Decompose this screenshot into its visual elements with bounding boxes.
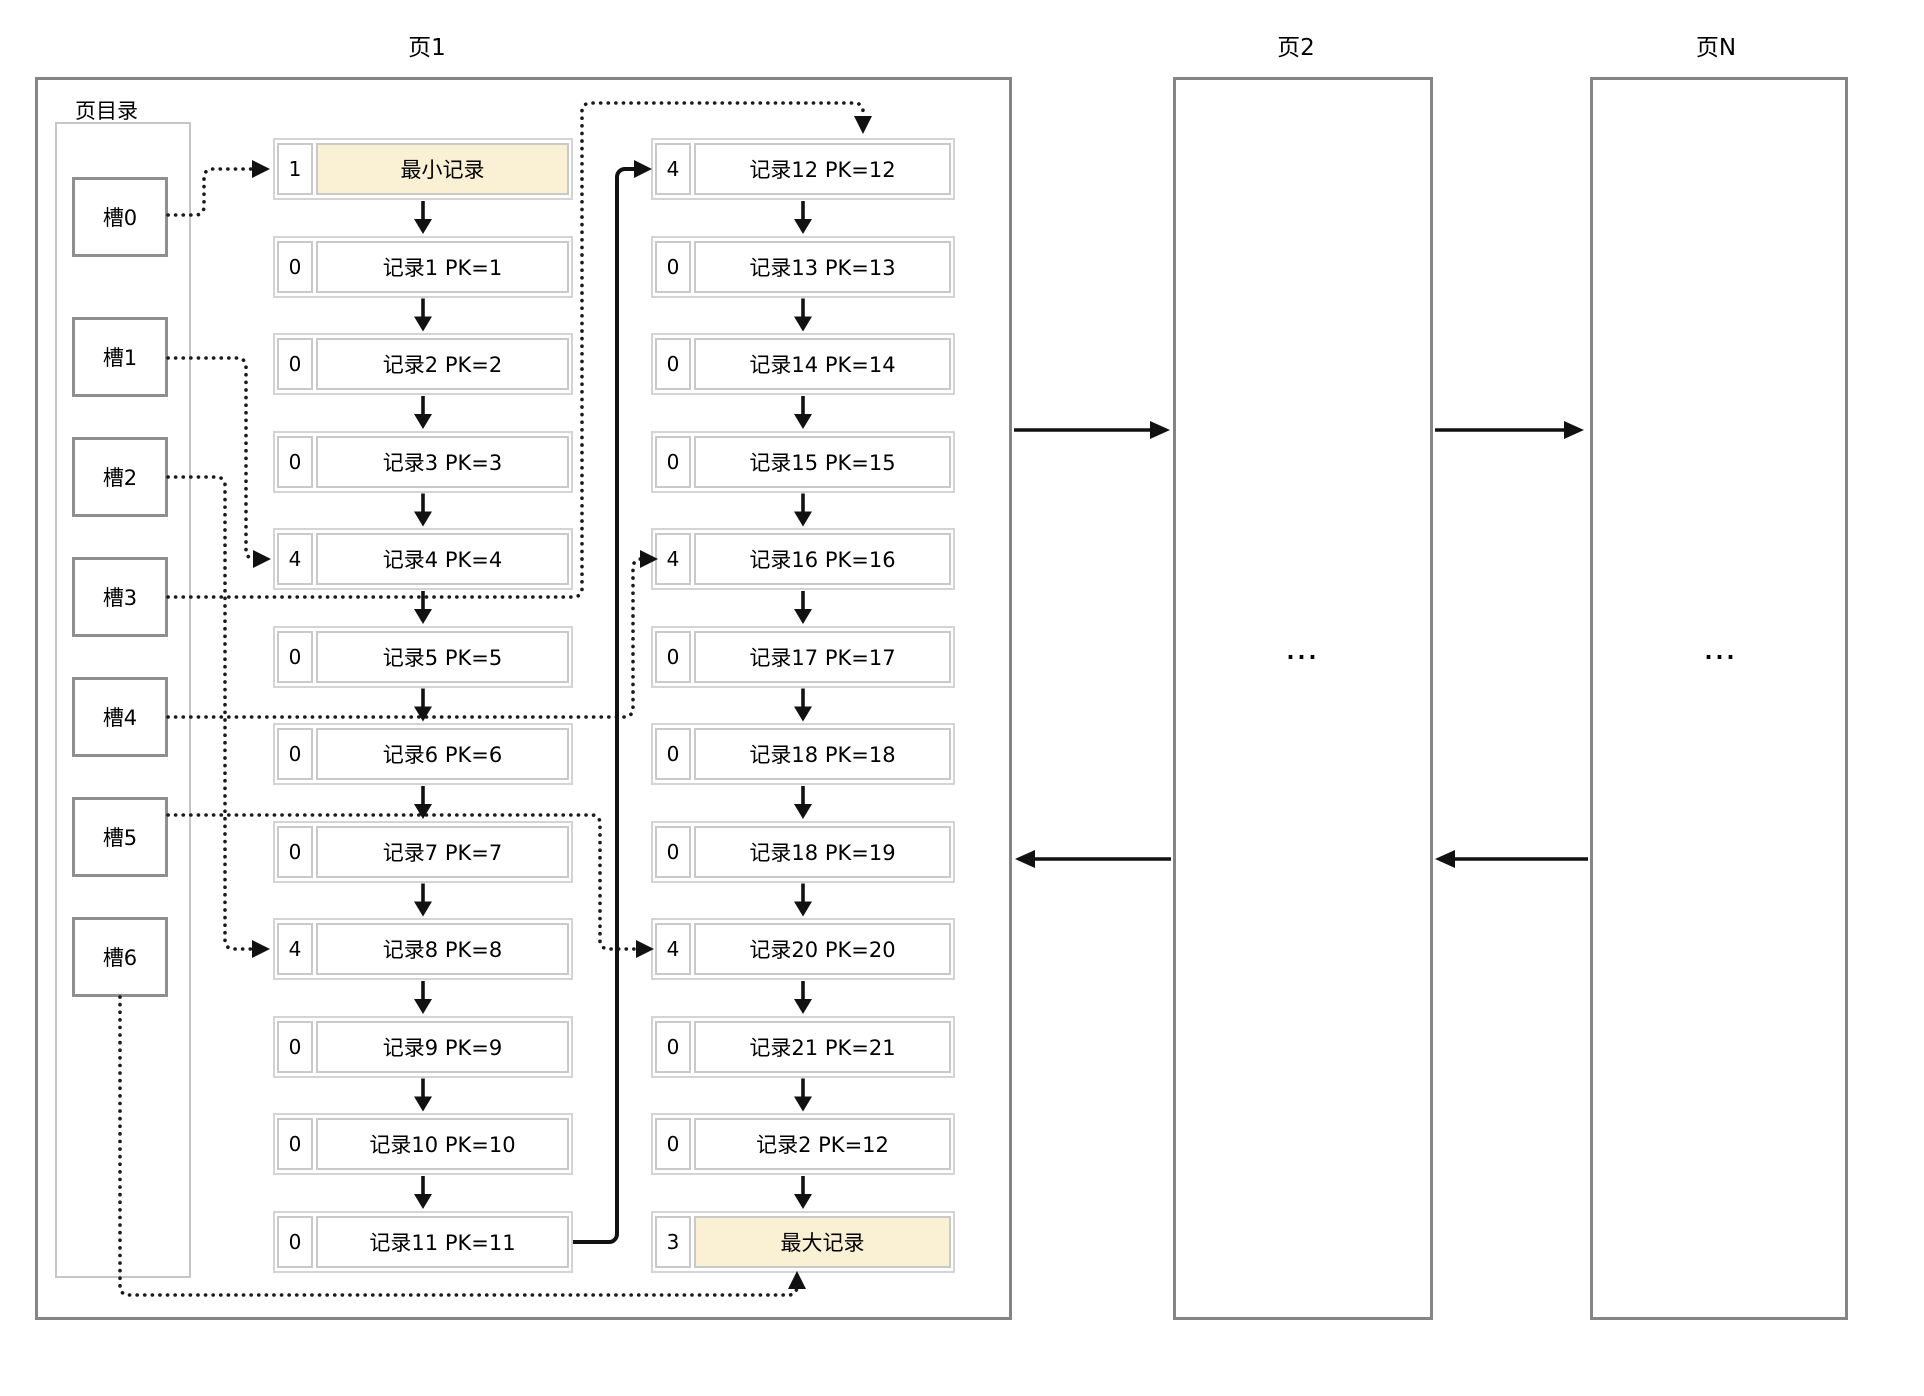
- record-owned-count: 0: [277, 1118, 313, 1170]
- record-text: 记录2 PK=2: [316, 338, 569, 390]
- pageN-to-page2-arrow: [1435, 850, 1588, 868]
- record-owned-count: 0: [655, 240, 691, 293]
- page2-title: 页2: [1277, 35, 1315, 61]
- record-text: 记录18 PK=18: [694, 728, 951, 780]
- slot-label: 槽6: [102, 946, 138, 970]
- record-owned-count: 0: [277, 1020, 313, 1073]
- record-text: 记录11 PK=11: [316, 1215, 569, 1268]
- record-owned-count: 4: [655, 923, 691, 975]
- record-owned-count: 0: [277, 1215, 313, 1268]
- record-text: 记录15 PK=15: [694, 435, 951, 488]
- record-owned-count: 0: [655, 1118, 691, 1170]
- slot-label: 槽1: [102, 346, 138, 370]
- record-owned-count: 0: [655, 630, 691, 683]
- pageN-box: [1590, 77, 1848, 1320]
- record-text: 记录10 PK=10: [316, 1118, 569, 1170]
- record-text: 记录12 PK=12: [694, 143, 951, 195]
- record-owned-count: 0: [655, 338, 691, 390]
- slot-label: 槽2: [102, 466, 138, 490]
- slot-box-3: 槽3: [72, 557, 168, 637]
- record-text: 记录2 PK=12: [694, 1118, 951, 1170]
- page1-title: 页1: [408, 35, 446, 61]
- record-text: 记录7 PK=7: [316, 825, 569, 878]
- slot-box-4: 槽4: [72, 677, 168, 757]
- slot-box-6: 槽6: [72, 917, 168, 997]
- record-text: 记录13 PK=13: [694, 240, 951, 293]
- slot-label: 槽0: [102, 206, 138, 230]
- record-owned-count: 0: [277, 338, 313, 390]
- record-text: 记录21 PK=21: [694, 1020, 951, 1073]
- slot-box-5: 槽5: [72, 797, 168, 877]
- record-owned-count: 0: [655, 435, 691, 488]
- record-owned-count: 0: [277, 435, 313, 488]
- record-text: 记录18 PK=19: [694, 825, 951, 878]
- record-owned-count: 0: [277, 728, 313, 780]
- record-owned-count: 4: [655, 143, 691, 195]
- record-owned-count: 4: [277, 533, 313, 585]
- record-owned-count: 4: [655, 533, 691, 585]
- record-owned-count: 0: [655, 728, 691, 780]
- record-owned-count: 4: [277, 923, 313, 975]
- record-text: 记录3 PK=3: [316, 435, 569, 488]
- page1-to-page2-arrow: [1014, 421, 1170, 439]
- record-owned-count: 0: [655, 1020, 691, 1073]
- record-text: 最小记录: [316, 143, 569, 195]
- slot-box-2: 槽2: [72, 437, 168, 517]
- record-text: 记录1 PK=1: [316, 240, 569, 293]
- record-text: 记录9 PK=9: [316, 1020, 569, 1073]
- page2-ellipsis: ...: [1286, 640, 1320, 664]
- record-text: 记录17 PK=17: [694, 630, 951, 683]
- slot-label: 槽4: [102, 706, 138, 730]
- record-owned-count: 0: [277, 240, 313, 293]
- record-text: 记录5 PK=5: [316, 630, 569, 683]
- record-owned-count: 0: [277, 630, 313, 683]
- record-text: 记录4 PK=4: [316, 533, 569, 585]
- record-text: 记录14 PK=14: [694, 338, 951, 390]
- record-text: 记录20 PK=20: [694, 923, 951, 975]
- record-text: 记录16 PK=16: [694, 533, 951, 585]
- record-text: 最大记录: [694, 1215, 951, 1268]
- pageN-ellipsis: ...: [1704, 640, 1738, 664]
- record-text: 记录8 PK=8: [316, 923, 569, 975]
- page-directory-label: 页目录: [75, 99, 138, 123]
- record-owned-count: 1: [277, 143, 313, 195]
- slot-box-0: 槽0: [72, 177, 168, 257]
- page2-to-page1-arrow: [1015, 850, 1171, 868]
- slot-box-1: 槽1: [72, 317, 168, 397]
- pageN-title: 页N: [1695, 35, 1737, 61]
- record-text: 记录6 PK=6: [316, 728, 569, 780]
- record-owned-count: 0: [277, 825, 313, 878]
- record-owned-count: 3: [655, 1215, 691, 1268]
- slot-label: 槽3: [102, 586, 138, 610]
- page2-to-pageN-arrow: [1435, 421, 1584, 439]
- record-owned-count: 0: [655, 825, 691, 878]
- slot-label: 槽5: [102, 826, 138, 850]
- page2-box: [1173, 77, 1433, 1320]
